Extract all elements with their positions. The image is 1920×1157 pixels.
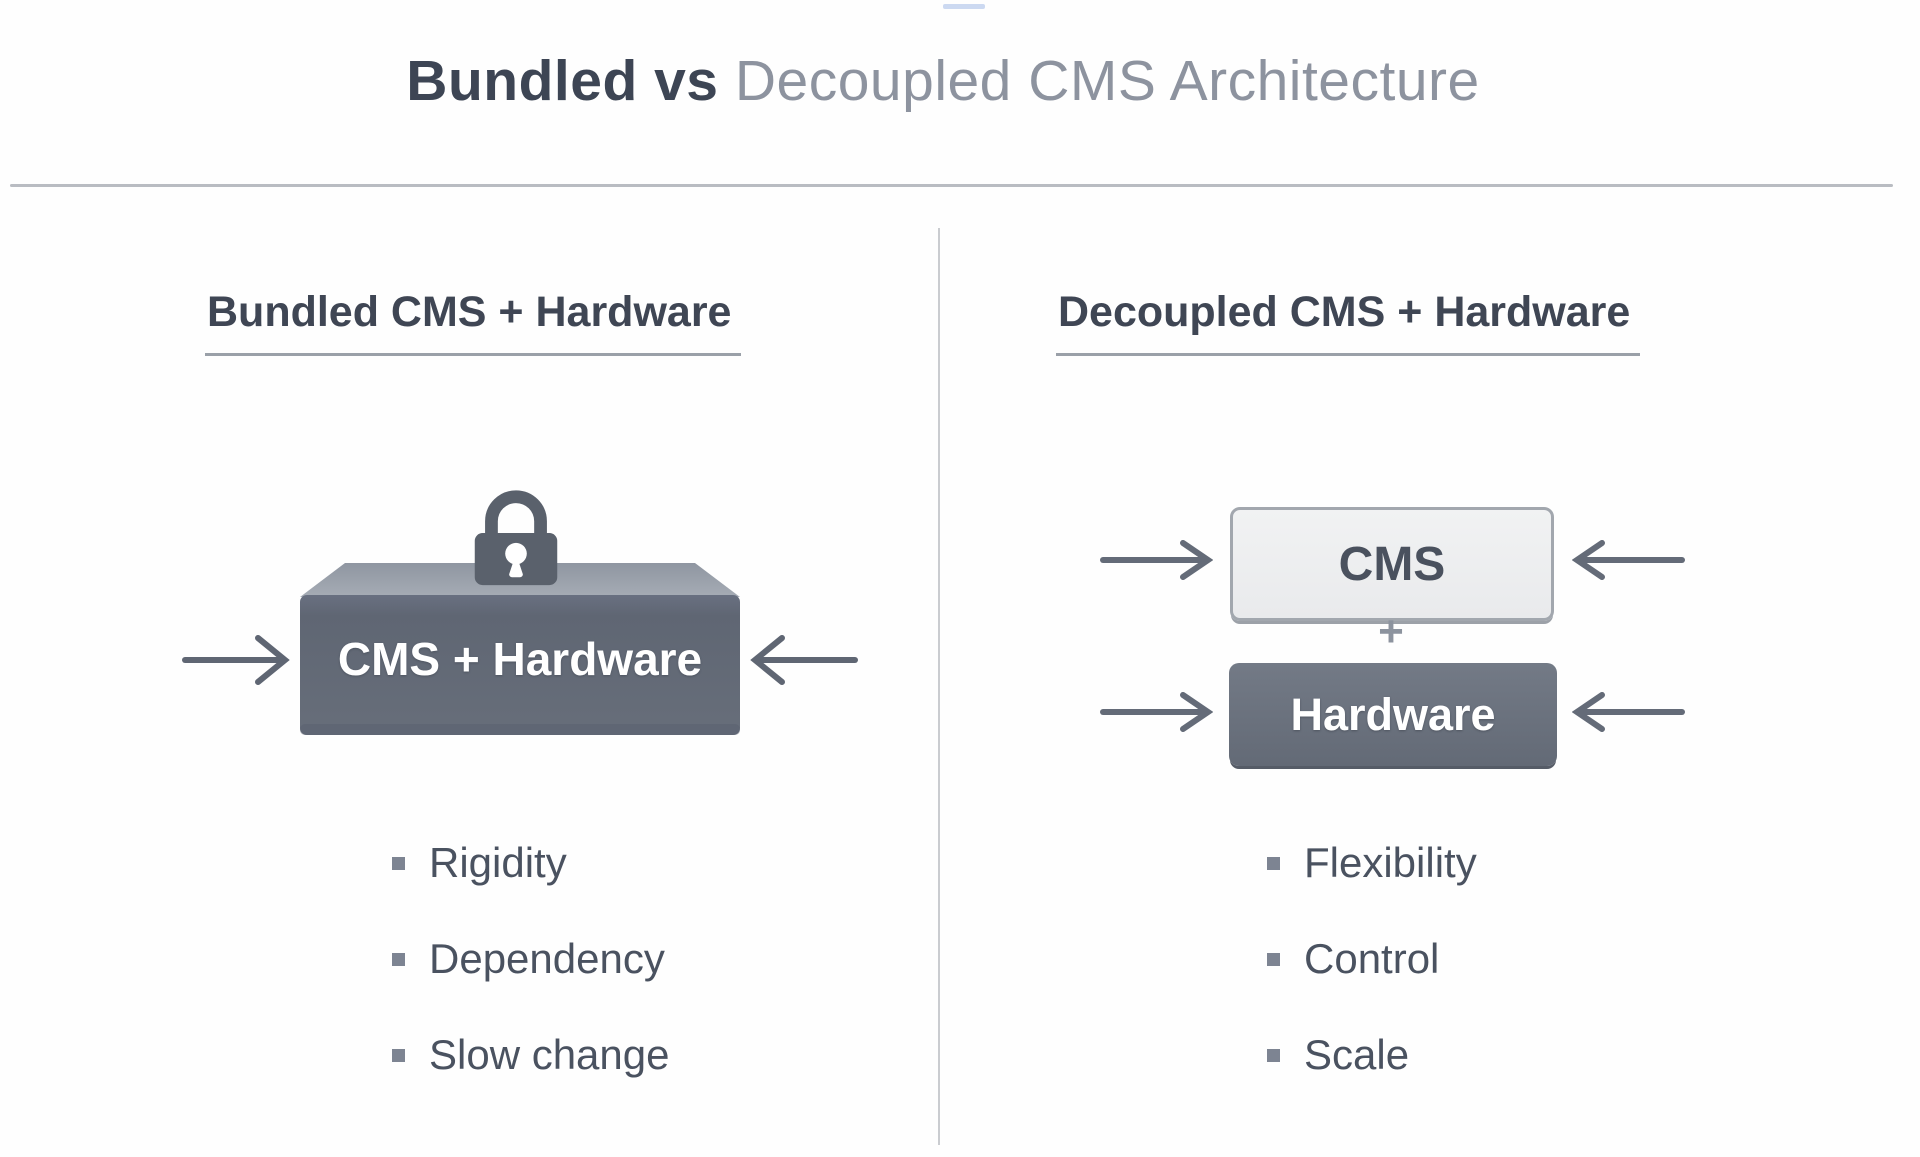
bullet-label: Slow change [429,1031,670,1078]
top-artifact-bar [943,4,985,9]
bundled-box-graphic [182,563,858,735]
bullet-label: Control [1304,935,1440,982]
plus-sign: + [1378,607,1404,656]
box-front-face [300,595,740,735]
bundled-box-label: CMS + Hardware [337,633,703,685]
cms-box: CMS [1230,507,1554,621]
bullet-square-icon [392,1048,405,1062]
arrow-left-icon [1572,692,1685,732]
list-item: Dependency [392,932,670,986]
box-bottom-shade [300,724,740,735]
arrow-left-icon [1572,540,1685,580]
arrow-right-icon [182,635,290,685]
list-item: Control [1267,932,1477,986]
bullet-label: Rigidity [429,839,567,886]
decoupled-panel-heading: Decoupled CMS + Hardware [1056,288,1641,356]
title-divider [10,184,1893,187]
list-item: Slow change [392,1028,670,1082]
cms-box-label: CMS [1338,537,1446,591]
bundled-bullet-list: Rigidity Dependency Slow change [392,836,670,1124]
hardware-box: Hardware [1229,663,1557,766]
bullet-label: Scale [1304,1031,1410,1078]
bullet-square-icon [392,856,405,870]
arrow-right-icon [1100,540,1213,580]
bullet-square-icon [1267,1048,1280,1062]
bullet-label: Dependency [429,935,665,982]
page-title: Bundled vs Decoupled CMS Architecture [0,48,1886,114]
arrow-left-icon [750,635,858,685]
arrow-right-icon [1100,692,1213,732]
panel-divider [938,228,940,1145]
list-item: Scale [1267,1028,1477,1082]
lock-icon [474,490,558,586]
title-rest: Decoupled CMS Architecture [718,49,1480,113]
bullet-label: Flexibility [1304,839,1477,886]
bullet-square-icon [1267,952,1280,966]
hardware-box-label: Hardware [1290,688,1496,740]
list-item: Rigidity [392,836,670,890]
decoupled-bullet-list: Flexibility Control Scale [1267,836,1477,1124]
bundled-panel-heading: Bundled CMS + Hardware [205,288,742,356]
title-emphasis: Bundled vs [406,49,719,113]
bullet-square-icon [392,952,405,966]
list-item: Flexibility [1267,836,1477,890]
bullet-square-icon [1267,856,1280,870]
